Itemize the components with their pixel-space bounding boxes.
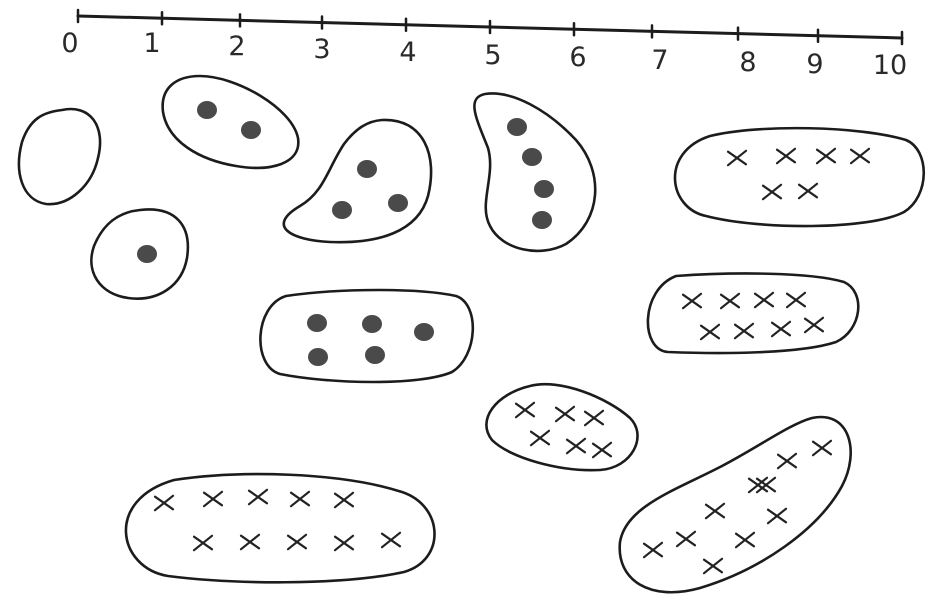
three-dot-mark-3 [388,194,408,212]
five-dot-cell [260,290,472,382]
tick-label-7: 7 [651,45,668,76]
tick-label-5: 5 [484,40,501,71]
six-cross-cell [675,128,924,226]
tick-label-3: 3 [313,34,330,65]
empty-cell [19,109,100,204]
tick-label-4: 4 [399,37,416,68]
four-dot-mark-3 [534,180,554,198]
eight-cross-cell [648,274,858,353]
five-dot-mark-1 [307,314,327,332]
two-dot-mark-1 [197,101,217,119]
five-dot-mark-2 [362,315,382,333]
four-dot-mark-1 [507,118,527,136]
four-dot-mark-4 [532,211,552,229]
four-dot-cell [474,93,595,250]
two-dot-mark-2 [241,121,261,139]
five-dot-mark-5 [365,346,385,364]
ruler-ticks [78,10,902,44]
five-dot-mark-3 [414,323,434,341]
three-dot-mark-2 [332,201,352,219]
tick-label-10: 10 [873,50,907,81]
scale-ruler: 0 1 2 3 4 5 6 7 8 9 10 [61,10,907,81]
one-dot-mark-1 [137,245,157,263]
two-dot-cell [163,76,299,168]
tick-label-2: 2 [228,31,245,62]
seven-cross-cell [486,384,637,470]
ten-cross-cell [126,474,435,582]
three-dot-cell [284,120,431,242]
tick-label-1: 1 [143,28,160,59]
four-dot-mark-2 [522,148,542,166]
tick-label-9: 9 [806,49,823,80]
three-dot-mark-1 [357,160,377,178]
tick-label-8: 8 [739,47,756,78]
five-dot-mark-4 [308,348,328,366]
tick-label-0: 0 [61,28,78,59]
tick-label-6: 6 [569,42,586,73]
